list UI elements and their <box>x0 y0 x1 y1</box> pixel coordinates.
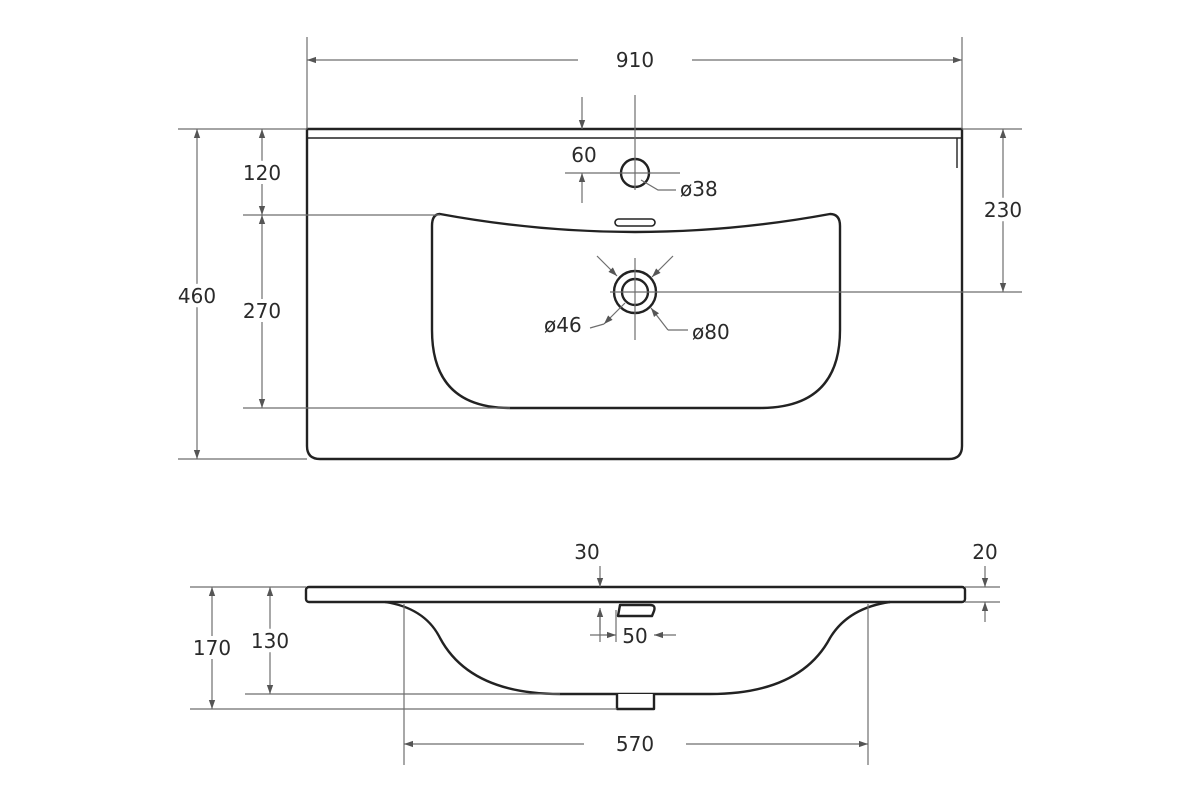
dim-ø38-label: ø38 <box>680 177 718 201</box>
dim-30-label: 30 <box>574 540 599 564</box>
basin-top-outline <box>305 127 964 461</box>
bowl-outline <box>430 212 842 410</box>
dim-20-label: 20 <box>972 540 997 564</box>
dim-ø80-label: ø80 <box>692 320 730 344</box>
dim-130-label: 130 <box>251 629 289 653</box>
dim-120-label: 120 <box>243 161 281 185</box>
basin-side-slab <box>304 585 967 604</box>
dim-ø46-arrow-in <box>596 255 618 277</box>
dim-60-label: 60 <box>571 143 596 167</box>
dim-230-label: 230 <box>984 198 1022 222</box>
dim-50-label: 50 <box>622 624 647 648</box>
dim-ø80-arrow-in <box>651 255 674 278</box>
top-view: 910 60 ø38 460 120 270 230 ø46 <box>174 37 1026 461</box>
side-view: 30 20 50 170 130 570 <box>189 540 1000 765</box>
overflow-side <box>616 603 656 618</box>
dim-910-label: 910 <box>616 48 654 72</box>
dim-570-label: 570 <box>616 732 654 756</box>
drain-stub <box>615 694 656 711</box>
dim-ø46-arrow-out <box>603 302 626 325</box>
dim-ø80-arrow-out <box>650 307 669 331</box>
dim-ø46-label: ø46 <box>544 313 582 337</box>
dim-170-label: 170 <box>193 636 231 660</box>
dim-460-label: 460 <box>178 284 216 308</box>
overflow-slot <box>614 218 656 227</box>
dim-270-label: 270 <box>243 299 281 323</box>
dim-ø46-leader <box>589 323 605 329</box>
dim-ø38-leader <box>640 179 676 191</box>
